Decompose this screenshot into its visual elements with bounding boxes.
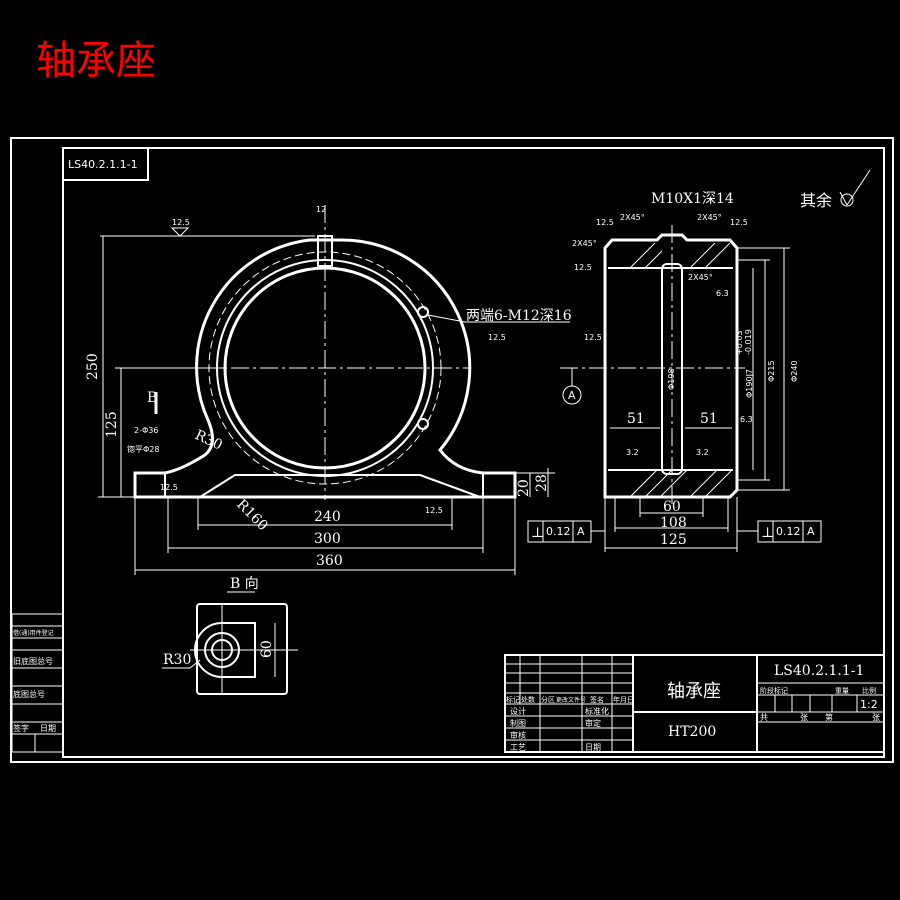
sheet-label: 共	[760, 713, 768, 722]
other-roughness: 其余	[800, 191, 832, 210]
drawing-title: 轴承座	[36, 38, 156, 84]
dim-250: 250	[85, 353, 101, 380]
scale-label: 比例	[862, 686, 876, 695]
roughness: 3.2	[696, 448, 709, 457]
view-marker-b: B	[147, 390, 157, 406]
svg-text:⊥: ⊥	[531, 525, 544, 541]
sheet-label: 张	[800, 713, 808, 722]
dim-108: 108	[660, 515, 687, 531]
header-cell: 处数	[521, 695, 535, 704]
row-label: 审定	[585, 718, 601, 728]
inner-frame	[62, 147, 885, 758]
strip-label: 旧底图总号	[13, 656, 53, 666]
roughness: 12.5	[574, 263, 592, 272]
row-label: 审核	[510, 730, 526, 740]
sheet-label: 第	[825, 712, 833, 722]
roughness: 12.5	[584, 333, 602, 342]
datum-label: A	[568, 389, 576, 402]
dim-51-right: 51	[700, 411, 718, 427]
foot-holes: 2-Φ36	[134, 426, 158, 435]
header-cell: 分区	[541, 695, 555, 704]
front-view: 250 125 240 300 360 20 28 12 R30 R160 两端…	[85, 205, 572, 575]
header-cell: 签名	[590, 695, 604, 704]
drawing-number: LS40.2.1.1-1	[774, 663, 864, 679]
roughness: 12.5	[160, 483, 178, 492]
part-name: 轴承座	[667, 681, 721, 702]
dim-360: 360	[316, 553, 343, 569]
side-strip: 借(通)用件登记 旧底图总号 底图总号 签字 日期	[11, 613, 64, 753]
row-label: 设计	[510, 706, 526, 716]
outer-border	[10, 137, 894, 763]
row-label: 日期	[585, 743, 601, 752]
svg-text:⊥: ⊥	[761, 525, 774, 541]
dim-125: 125	[660, 532, 687, 548]
chamfer: 2X45°	[688, 273, 713, 282]
drawing-number-box	[62, 147, 149, 181]
strip-label: 日期	[40, 724, 56, 733]
scale-value: 1:2	[860, 698, 878, 711]
row-label: 工艺	[510, 743, 526, 752]
row-label: 制图	[510, 718, 526, 728]
dim-d190: Φ190J7	[745, 369, 754, 398]
strip-label: 借(通)用件登记	[13, 629, 54, 637]
tolerance-frame-right: ⊥ 0.12 A	[737, 520, 822, 543]
header-cell: 更改文件号	[556, 696, 586, 704]
roughness: 3.2	[626, 448, 639, 457]
strip-label: 签字	[13, 723, 29, 733]
roughness: 12.5	[596, 218, 614, 227]
drawing-number-label: LS40.2.1.1-1	[68, 158, 138, 171]
tol-lower: -0.019	[744, 329, 753, 355]
dim-125: 125	[104, 411, 120, 438]
row-label: 标准化	[585, 706, 609, 716]
stage-mark-label: 阶段标记	[760, 686, 788, 695]
dim-d215: Φ215	[767, 360, 776, 382]
dim-28: 28	[534, 474, 550, 492]
thread-note: M10X1深14	[651, 191, 734, 207]
dim-20: 20	[516, 479, 532, 497]
b-view-label: B 向	[230, 576, 259, 592]
tolerance-frame-left: ⊥ 0.12 A	[527, 520, 605, 543]
roughness: 6.3	[740, 415, 753, 424]
b-view-radius: R30	[163, 652, 191, 668]
datum-circle	[562, 385, 582, 405]
roughness: 12.5	[730, 218, 748, 227]
holes-note: 两端6-M12深16	[466, 308, 572, 324]
svg-text:0.12: 0.12	[546, 525, 571, 538]
svg-text:0.12: 0.12	[776, 525, 801, 538]
header-cell: 年月日	[613, 695, 634, 704]
b-view: B 向 60 R30	[162, 576, 298, 695]
section-view: M10X1深14 2X45° 2X45° 2X45° 2X45° 12.5 12…	[527, 169, 871, 552]
dim-slot: 12	[316, 205, 326, 214]
dim-240: 240	[314, 509, 341, 525]
title-block: 标记 处数 分区 更改文件号 签名 年月日 设计 标准化 制图 审定 审核 工艺…	[504, 654, 885, 753]
dim-d240: Φ240	[790, 360, 799, 382]
foot-holes-sub: 锪平Φ28	[127, 444, 159, 454]
svg-text:A: A	[577, 525, 585, 538]
radius-r160: R160	[233, 497, 271, 535]
dim-51-left: 51	[627, 411, 645, 427]
hatching	[629, 242, 733, 498]
header-cell: 标记	[506, 695, 520, 704]
chamfer: 2X45°	[697, 213, 722, 222]
roughness: 12.5	[425, 506, 443, 515]
dim-300: 300	[314, 531, 341, 547]
dim-60: 60	[663, 499, 681, 515]
chamfer: 2X45°	[572, 239, 597, 248]
svg-text:A: A	[807, 525, 815, 538]
roughness: 12.5	[172, 218, 190, 227]
roughness: 6.3	[716, 289, 729, 298]
strip-label: 底图总号	[13, 689, 45, 699]
sheet-label: 张	[872, 713, 880, 722]
dim-d198: Φ198	[667, 368, 676, 390]
tol-upper: +0.03	[735, 330, 744, 355]
weight-label: 重量	[835, 687, 849, 695]
roughness: 12.5	[488, 333, 506, 342]
b-view-dim: 60	[259, 640, 275, 658]
chamfer: 2X45°	[620, 213, 645, 222]
material: HT200	[668, 724, 716, 740]
